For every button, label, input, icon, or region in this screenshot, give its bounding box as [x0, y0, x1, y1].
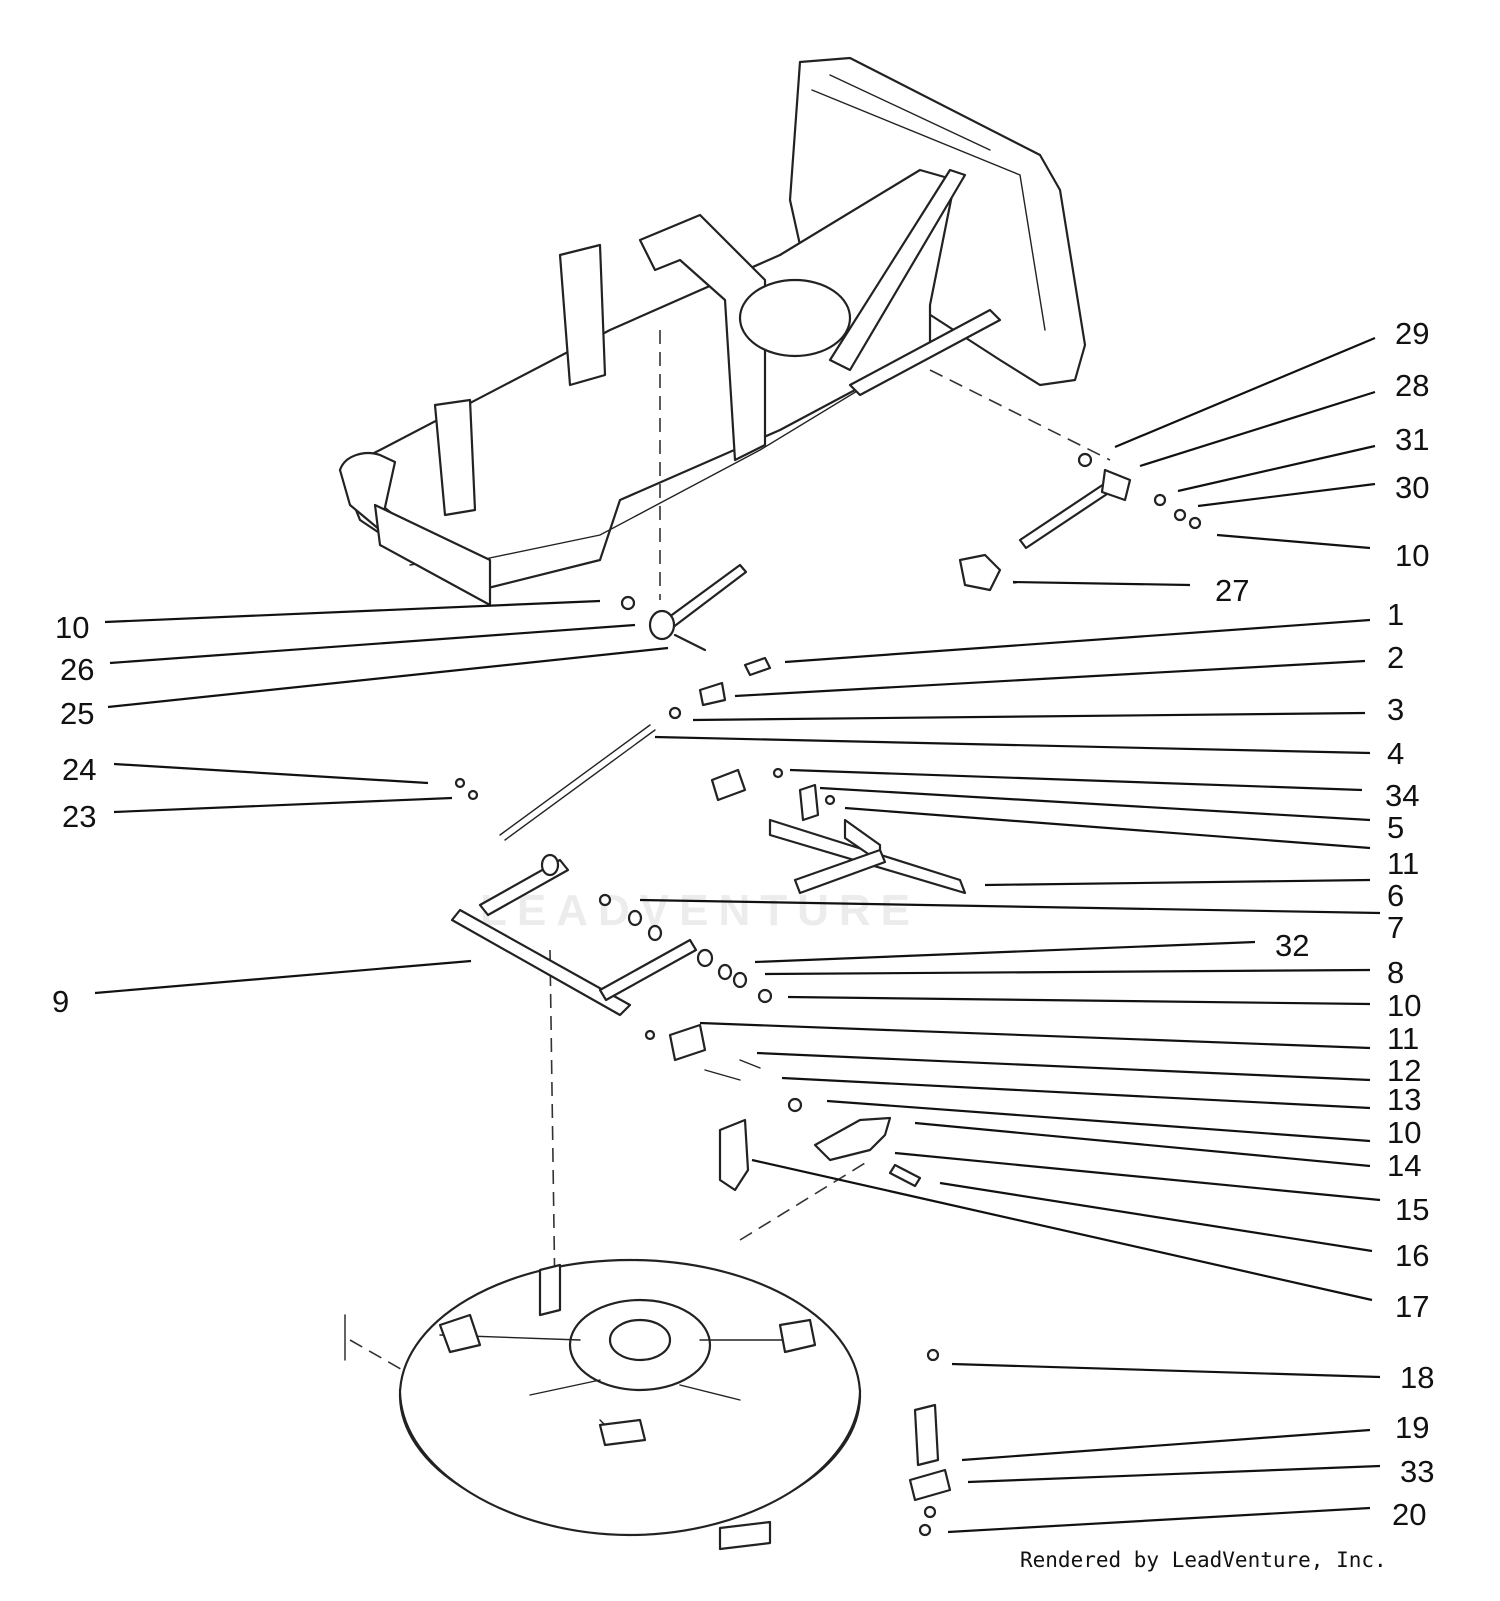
callout-19: 19	[1395, 1410, 1429, 1445]
callout-25: 25	[60, 696, 94, 731]
watermark: LEADVENTURE	[480, 886, 920, 935]
bracket-assembly	[908, 1348, 952, 1537]
small-parts	[450, 452, 1202, 1192]
callout-33: 33	[1400, 1454, 1434, 1489]
callout-10: 10	[1395, 538, 1429, 573]
callout-13: 13	[1387, 1082, 1421, 1117]
callout-4: 4	[1387, 736, 1404, 771]
callout-10c: 10	[1387, 1115, 1421, 1150]
mower-deck	[344, 1258, 862, 1551]
callout-28: 28	[1395, 368, 1429, 403]
callout-12: 12	[1387, 1053, 1421, 1088]
callout-7: 7	[1387, 910, 1404, 945]
callout-30: 30	[1395, 470, 1429, 505]
callout-20: 20	[1392, 1497, 1426, 1532]
callout-6: 6	[1387, 878, 1404, 913]
callout-10-left: 10	[55, 610, 89, 645]
frame-assembly	[338, 56, 1087, 607]
callout-9: 9	[52, 984, 69, 1019]
callout-24: 24	[62, 752, 96, 787]
leader-lines	[94, 336, 1381, 1534]
credit-text: Rendered by LeadVenture, Inc.	[1020, 1548, 1387, 1572]
callout-10b: 10	[1387, 988, 1421, 1023]
callout-18: 18	[1400, 1360, 1434, 1395]
callout-29: 29	[1395, 316, 1429, 351]
callout-26: 26	[60, 652, 94, 687]
callout-11: 11	[1387, 846, 1419, 881]
callout-11b: 11	[1387, 1021, 1419, 1056]
callout-16: 16	[1395, 1238, 1429, 1273]
callout-32: 32	[1275, 928, 1309, 963]
callout-3: 3	[1387, 692, 1404, 727]
callout-5: 5	[1387, 810, 1404, 845]
callout-27: 27	[1215, 573, 1249, 608]
callout-8: 8	[1387, 955, 1404, 990]
callout-23: 23	[62, 799, 96, 834]
callout-17: 17	[1395, 1289, 1429, 1324]
callout-labels: 29 28 31 30 10 27 1 2 3 4 34 5 11 6 7 32…	[52, 316, 1434, 1532]
callout-34: 34	[1385, 778, 1419, 813]
callout-14: 14	[1387, 1148, 1421, 1183]
callout-31: 31	[1395, 422, 1429, 457]
callout-1: 1	[1387, 597, 1404, 632]
callout-15: 15	[1395, 1192, 1429, 1227]
callout-2: 2	[1387, 640, 1404, 675]
